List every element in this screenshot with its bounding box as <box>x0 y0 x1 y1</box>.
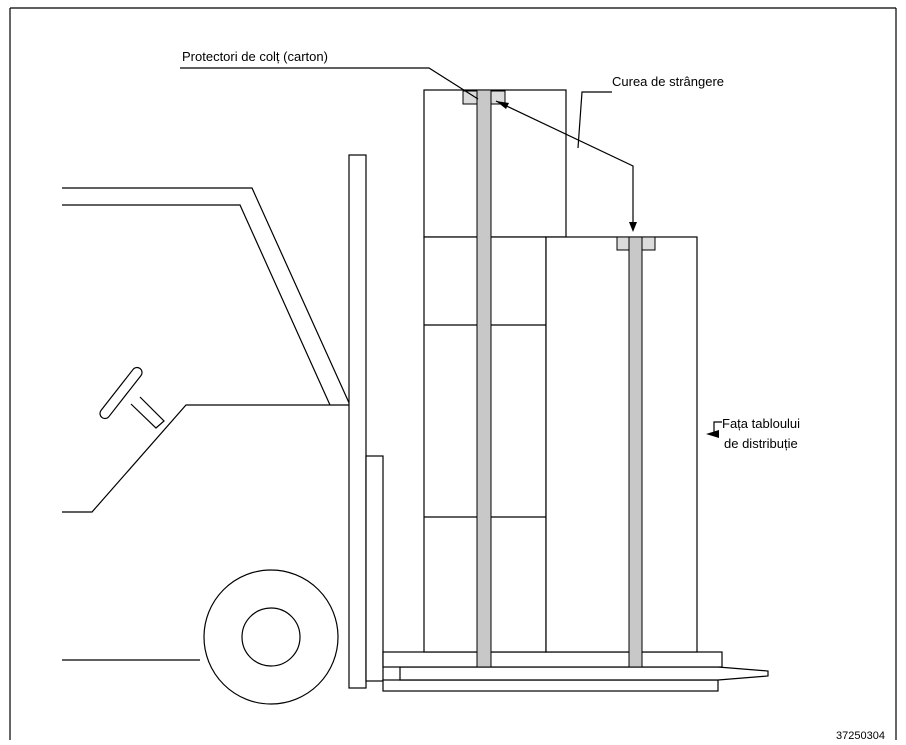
strap-leader <box>577 91 612 149</box>
figure-code: 37250304 <box>836 730 885 742</box>
mast-outer <box>348 154 367 689</box>
leader-lines <box>180 67 722 438</box>
front-wheel <box>203 569 339 705</box>
arrow-head-board-front <box>706 430 719 438</box>
label-board-front-line2: de distribuție <box>724 436 798 451</box>
drawing-frame <box>9 7 897 740</box>
switchboard-unit <box>545 236 698 653</box>
fork-tine <box>399 666 769 681</box>
straps <box>476 89 643 668</box>
strap-left <box>476 89 492 668</box>
board-front-leader <box>713 421 722 434</box>
top-carton <box>423 89 567 238</box>
steering-column <box>130 396 165 429</box>
mast <box>348 154 384 689</box>
load-stack <box>423 89 698 653</box>
fork-bottom <box>382 679 719 692</box>
forks-and-pallet <box>382 651 769 692</box>
forklift <box>62 154 384 705</box>
arrow-head-top <box>496 101 509 109</box>
forklift-cab-outline <box>62 187 351 661</box>
label-board-front-line1: Fața tabloului <box>722 416 800 431</box>
label-corner-protectors: Protectori de colț (carton) <box>182 49 328 64</box>
corner-protector-leader <box>180 67 479 100</box>
label-strap: Curea de strângere <box>612 74 724 89</box>
strap-right <box>628 236 643 668</box>
pallet-board <box>382 651 723 668</box>
text-labels: Protectori de colț (carton) Curea de str… <box>182 49 885 742</box>
arrow-head-right <box>629 222 637 232</box>
mast-carriage <box>365 455 384 682</box>
steering-wheel <box>99 366 165 429</box>
strap-arrow-path <box>495 100 634 230</box>
steering-wheel-rim <box>99 366 143 420</box>
